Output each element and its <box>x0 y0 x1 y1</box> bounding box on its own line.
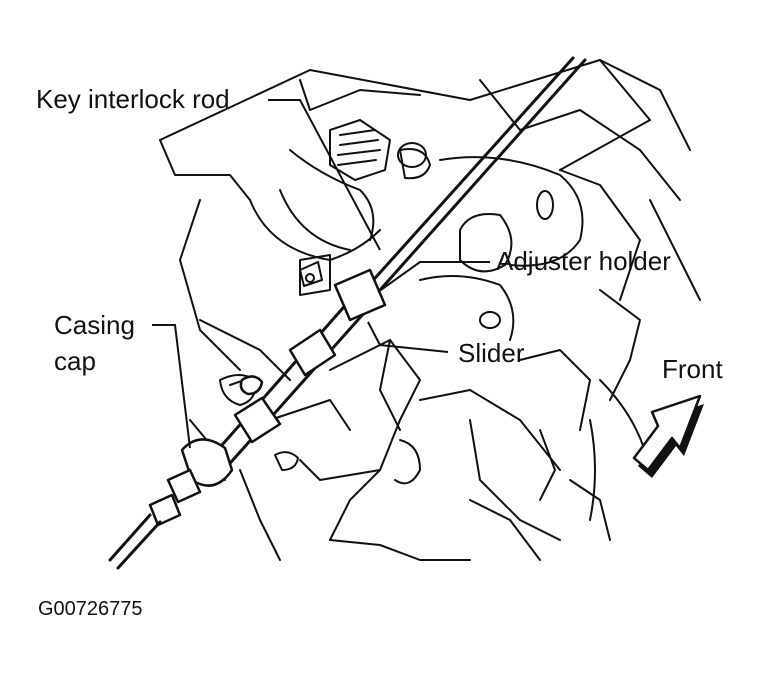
label-slider: Slider <box>458 338 525 368</box>
label-adjuster-holder: Adjuster holder <box>496 246 671 276</box>
key-interlock-rod-shape <box>366 56 587 292</box>
label-key-interlock-rod: Key interlock rod <box>36 84 230 114</box>
label-casing-cap-line1: Casing <box>54 310 135 340</box>
leader-lines <box>152 99 490 449</box>
background-housing <box>159 59 701 561</box>
casing-assembly <box>108 268 387 570</box>
label-front: Front <box>662 354 723 384</box>
front-arrow-icon <box>632 394 704 478</box>
figure-code: G00726775 <box>38 598 143 620</box>
label-casing-cap-line2: cap <box>54 346 96 376</box>
